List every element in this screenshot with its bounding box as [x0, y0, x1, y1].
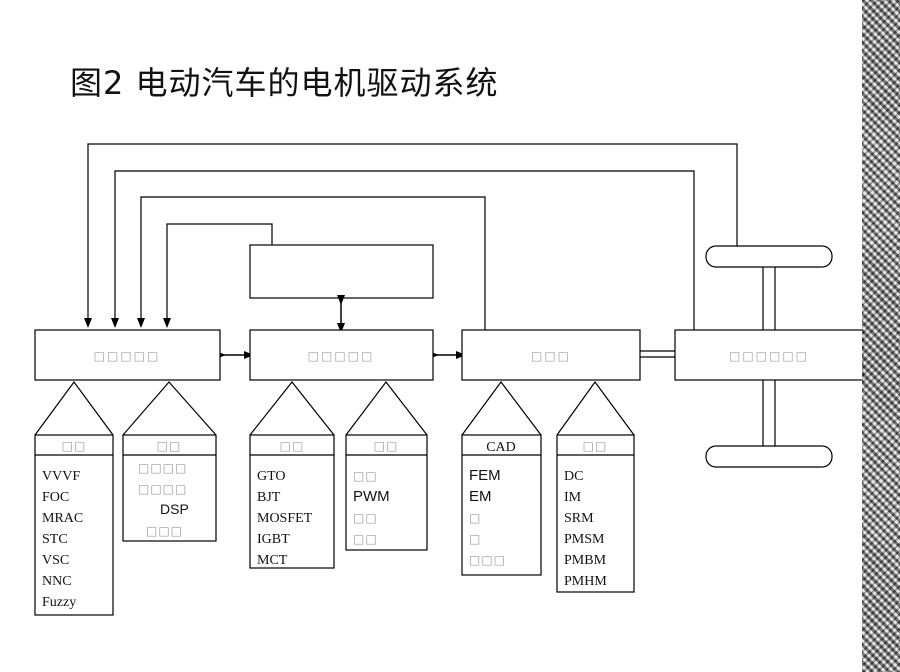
svg-text:PWM: PWM: [353, 488, 390, 505]
svg-text:EM: EM: [469, 488, 492, 505]
triangle-motor-types: [556, 380, 635, 436]
subpanel-control-methods: □□ VVVF FOC MRAC STC VSC NNC Fuzzy: [34, 434, 114, 616]
svg-text:□□□: □□□: [469, 553, 506, 567]
feedback-line-1: [84, 143, 738, 328]
svg-text:FOC: FOC: [42, 490, 69, 505]
svg-text:□: □: [469, 532, 481, 546]
svg-text:DSP: DSP: [160, 501, 189, 517]
feedback-lines: [84, 143, 738, 330]
svg-text:□□□□: □□□□: [138, 482, 187, 496]
svg-text:□□: □□: [353, 469, 378, 483]
motor-shaft: [640, 350, 675, 358]
triangle-topology: [345, 381, 428, 436]
feedback-line-2: [111, 170, 695, 330]
triangle-design: [461, 380, 542, 436]
svg-text:IM: IM: [564, 490, 582, 505]
svg-text:STC: STC: [42, 532, 68, 547]
subpanel-hardware: □□ □□□□ □□□□ DSP □□□: [122, 434, 217, 542]
svg-text:IGBT: IGBT: [257, 532, 290, 547]
axle-assembly: [705, 245, 833, 468]
subpanel-topology: □□ □□ PWM □□ □□: [345, 434, 428, 551]
svg-text:MOSFET: MOSFET: [257, 511, 313, 526]
transmission-label: □□□□□□: [729, 349, 809, 363]
subpanel-design: CAD FEM EM □ □ □□□: [461, 434, 542, 576]
svg-text:VVVF: VVVF: [42, 469, 80, 484]
wheel-bottom: [705, 445, 833, 468]
svg-text:Fuzzy: Fuzzy: [42, 595, 76, 610]
motor-block: [461, 329, 641, 381]
svg-text:NNC: NNC: [42, 574, 72, 589]
svg-text:VSC: VSC: [42, 553, 69, 568]
svg-text:□□□□: □□□□: [138, 461, 187, 475]
svg-text:□□: □□: [62, 439, 87, 453]
main-blocks: [34, 329, 864, 381]
triangle-hardware: [122, 381, 217, 436]
triangle-control-methods: [34, 380, 114, 436]
triangle-devices: [249, 381, 335, 436]
subpanel-devices: □□ GTO BJT MOSFET IGBT MCT: [249, 434, 335, 569]
svg-text:□□: □□: [353, 532, 378, 546]
bidirectional-arrows: [216, 295, 466, 359]
svg-text:GTO: GTO: [257, 469, 286, 484]
power-supply-box: [249, 244, 434, 299]
connectors: [34, 380, 635, 436]
svg-text:MRAC: MRAC: [42, 511, 83, 526]
decorative-edge-strip: [862, 0, 900, 672]
svg-text:□□: □□: [280, 439, 305, 453]
svg-text:CAD: CAD: [486, 440, 516, 455]
transmission-block: [674, 329, 864, 381]
svg-text:PMBM: PMBM: [564, 553, 607, 568]
svg-text:□□: □□: [374, 439, 399, 453]
converter-label: □□□□□: [308, 349, 375, 363]
feedback-line-3: [137, 196, 486, 330]
feedback-line-4: [163, 223, 273, 328]
svg-text:□□: □□: [353, 511, 378, 525]
svg-text:SRM: SRM: [564, 511, 594, 526]
svg-text:□: □: [469, 511, 481, 525]
subpanel-motor-types: □□ DC IM SRM PMSM PMBM PMHM: [556, 434, 635, 593]
motor-label: □□□: [531, 349, 571, 363]
svg-text:DC: DC: [564, 469, 583, 484]
svg-text:MCT: MCT: [257, 553, 288, 568]
controller-label: □□□□□: [94, 349, 161, 363]
svg-text:PMSM: PMSM: [564, 532, 605, 547]
wheel-top: [705, 245, 833, 268]
svg-text:□□: □□: [583, 439, 608, 453]
controller-block: [34, 329, 221, 381]
svg-text:□□: □□: [157, 439, 182, 453]
svg-text:BJT: BJT: [257, 490, 281, 505]
svg-text:□□□: □□□: [146, 524, 183, 538]
svg-text:PMHM: PMHM: [564, 574, 607, 589]
converter-block: [249, 329, 434, 381]
page-title: 图2 电动汽车的电机驱动系统: [70, 64, 499, 102]
svg-text:FEM: FEM: [469, 467, 501, 484]
